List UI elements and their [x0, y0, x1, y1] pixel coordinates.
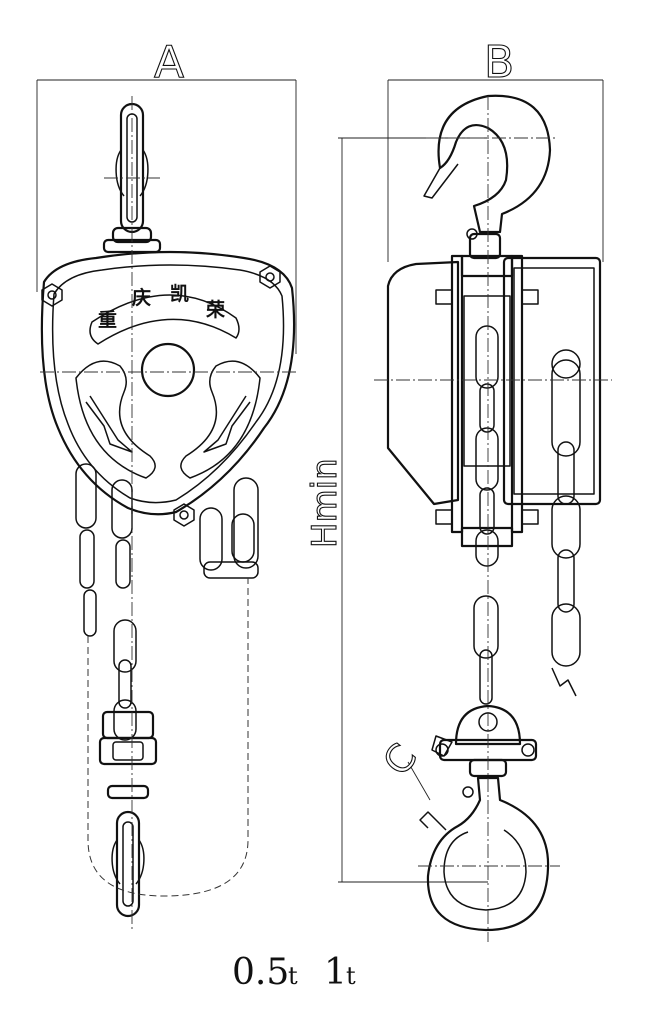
front-hoist-body — [40, 250, 296, 527]
dimension-b-label: B — [484, 37, 514, 88]
brand-char-4: 荣 — [205, 298, 225, 321]
dimension-hmin-label: Hmin — [305, 458, 345, 548]
caption-value-2: 1 — [324, 952, 347, 993]
capacity-caption: 0.5 t 1 t — [232, 952, 356, 993]
side-top-hook — [423, 94, 552, 260]
front-view — [40, 96, 296, 930]
side-lower-chain — [473, 595, 499, 705]
side-hoist-body — [386, 254, 602, 548]
front-bottom-block — [98, 710, 158, 918]
side-hand-chain — [551, 349, 581, 697]
dimension-a-label: A — [154, 37, 184, 88]
front-bolts — [41, 265, 281, 527]
brand-char-2: 庆 — [132, 286, 151, 309]
side-view — [374, 94, 612, 942]
caption-unit-2: t — [346, 962, 356, 990]
brand-char-1: 重 — [98, 309, 117, 331]
front-load-chain — [113, 619, 137, 741]
caption-unit-1: t — [288, 962, 298, 990]
side-bottom-block — [419, 704, 550, 932]
side-load-chain — [475, 325, 499, 567]
front-left-chain — [75, 463, 133, 637]
caption-value-1: 0.5 — [232, 952, 289, 993]
brand-char-3: 凯 — [170, 283, 189, 305]
dimension-c-label: C — [374, 736, 425, 784]
dimension-lines — [36, 79, 604, 883]
front-right-chain — [199, 477, 259, 579]
